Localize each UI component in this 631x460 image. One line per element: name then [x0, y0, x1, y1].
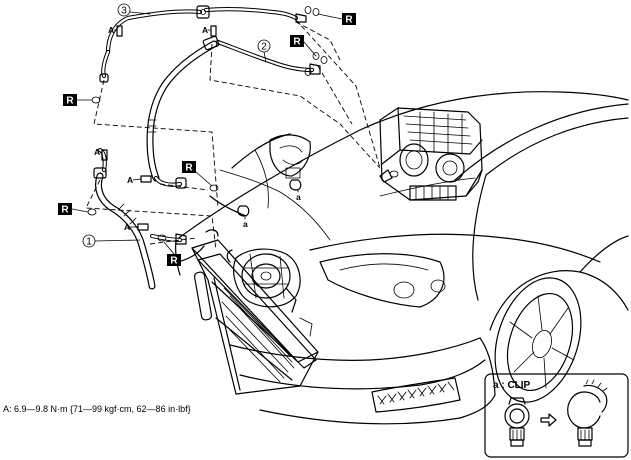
- clip-inset-title: a : CLIP: [493, 380, 531, 391]
- torque-label: A: [202, 25, 212, 35]
- dashed-leaders: [85, 19, 381, 251]
- clip-inset: a : CLIP: [484, 373, 629, 458]
- evaporator-unit: [379, 107, 483, 201]
- clip-open-icon: [567, 379, 608, 447]
- pipe-item-3: [99, 5, 307, 83]
- clip-label: a: [243, 216, 248, 229]
- replace-marker: R: [182, 161, 213, 187]
- replace-marker: R: [317, 13, 356, 26]
- bolts: [101, 25, 217, 231]
- arrow-right-icon: [540, 413, 557, 427]
- clip-closed-icon: [504, 397, 530, 447]
- callout-3-number: 3: [121, 6, 127, 17]
- replace-marker: R: [290, 35, 317, 57]
- o-rings: [87, 6, 328, 242]
- torque-label-text: A: [124, 222, 130, 232]
- clip-label-text: a: [243, 219, 248, 229]
- replace-marker-label: R: [293, 37, 301, 48]
- replace-marker: R: [58, 203, 89, 216]
- callout-2-number: 2: [261, 42, 267, 53]
- torque-label: A: [127, 175, 142, 185]
- clip-label-text: a: [296, 192, 301, 202]
- replace-marker-label: R: [61, 205, 69, 216]
- torque-label-text: A: [202, 25, 208, 35]
- torque-label-text: A: [94, 147, 100, 157]
- torque-label: A: [94, 147, 103, 157]
- replace-marker-label: R: [185, 163, 193, 174]
- clips: [237, 179, 302, 217]
- replace-marker: R: [163, 241, 181, 267]
- replace-marker-label: R: [345, 15, 353, 26]
- callout-2: 2: [257, 39, 271, 63]
- replace-marker-label: R: [170, 256, 178, 267]
- torque-label-text: A: [127, 175, 133, 185]
- torque-label-text: A: [108, 25, 114, 35]
- torque-spec-note: A: 6.9—9.8 N·m {71—99 kgf·cm, 62—86 in·l…: [3, 404, 191, 414]
- torque-label: A: [124, 222, 139, 232]
- condenser: [191, 229, 319, 395]
- callout-3: 3: [117, 3, 151, 17]
- compressor: [226, 248, 301, 313]
- torque-label: A: [108, 25, 118, 35]
- replace-marker: R: [63, 94, 93, 107]
- hose-item-2: [146, 35, 321, 189]
- callout-1: 1: [82, 234, 141, 248]
- clip-label: a: [296, 189, 301, 202]
- replace-marker-label: R: [66, 96, 74, 107]
- callout-1-number: 1: [86, 237, 92, 248]
